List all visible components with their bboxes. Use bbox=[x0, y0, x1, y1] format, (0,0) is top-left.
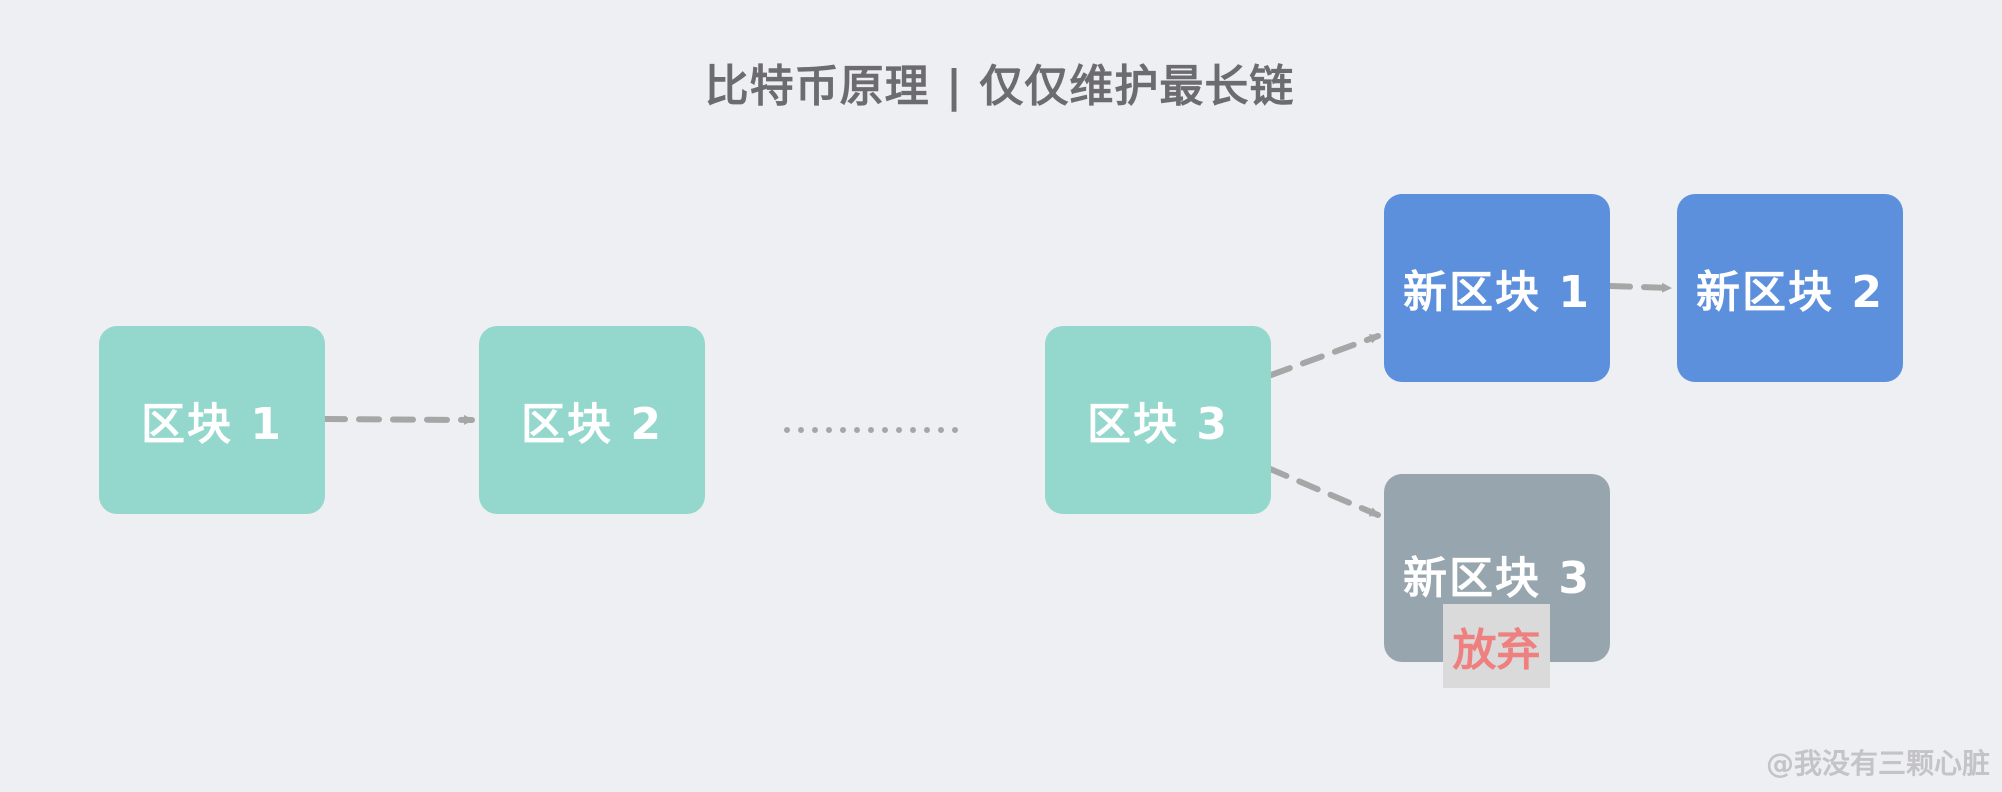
new-block-2-label: 新区块 2 bbox=[1696, 267, 1884, 318]
new-block-3-label: 新区块 3 bbox=[1403, 553, 1591, 604]
abandon-badge: 放弃 bbox=[1443, 604, 1550, 688]
arrow-new-block1-to-new-block2 bbox=[1607, 282, 1673, 293]
block-1-label: 区块 1 bbox=[141, 399, 283, 450]
diagram-title: 比特币原理 | 仅仅维护最长链 bbox=[704, 61, 1295, 112]
arrow-block3-to-new-block3 bbox=[1265, 465, 1381, 518]
arrow-block1-to-block2 bbox=[322, 414, 475, 425]
author-watermark: @我没有三颗心脏 bbox=[1765, 747, 1990, 780]
new-block-1-label: 新区块 1 bbox=[1403, 267, 1591, 318]
arrow-block3-to-new-block1 bbox=[1268, 333, 1381, 378]
block-3-label: 区块 3 bbox=[1087, 399, 1229, 450]
block-3: 区块 3 bbox=[1045, 326, 1271, 514]
block-2: 区块 2 bbox=[479, 326, 705, 514]
block-1: 区块 1 bbox=[99, 326, 325, 514]
block-2-label: 区块 2 bbox=[521, 399, 663, 450]
new-block-1: 新区块 1 bbox=[1384, 194, 1610, 382]
new-block-2: 新区块 2 bbox=[1677, 194, 1903, 382]
